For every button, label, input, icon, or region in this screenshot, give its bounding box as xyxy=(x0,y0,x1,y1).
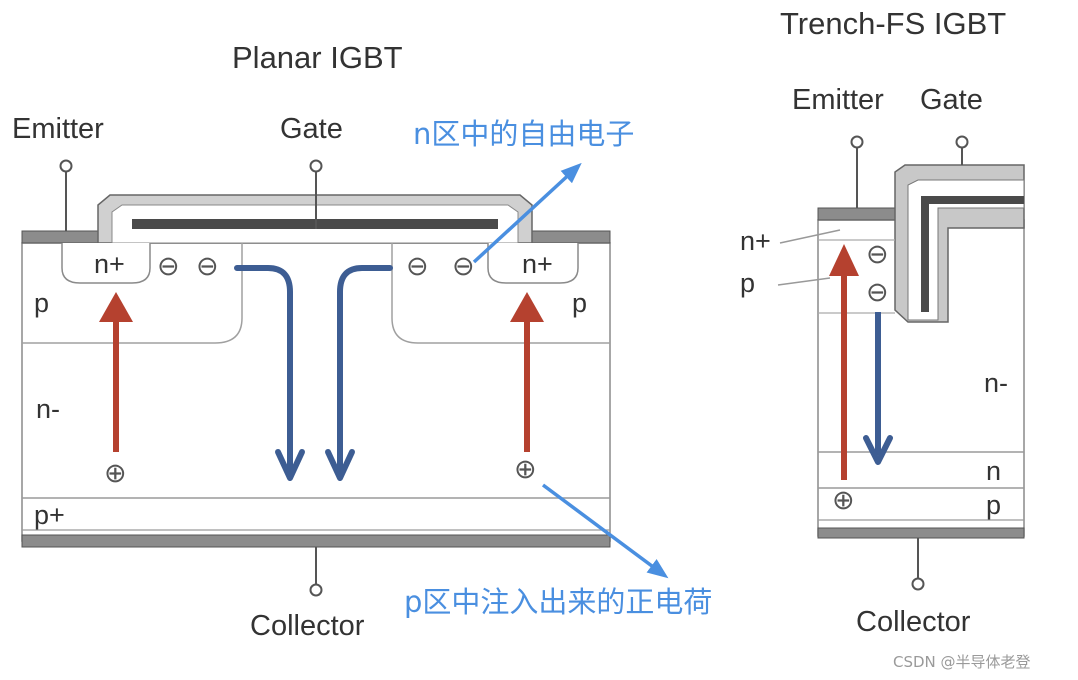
planar-hole-symbol: ⊕ xyxy=(104,458,127,488)
planar-igbt-structure xyxy=(21,159,611,597)
electron-annotation-label: n区中的自由电子 xyxy=(413,117,635,151)
planar-gate-terminal xyxy=(309,159,323,173)
planar-nplus-right-region xyxy=(487,243,579,284)
planar-nminus-label: n- xyxy=(36,394,61,424)
electron-annotation-arrow xyxy=(472,162,582,264)
trench-p-label: p xyxy=(740,268,756,298)
trench-electron-symbol: ⊖ xyxy=(866,277,889,307)
planar-silicon-body xyxy=(21,242,611,542)
planar-collector-label: Collector xyxy=(250,610,365,642)
hole-annotation-label: p区中注入出来的正电荷 xyxy=(404,585,713,619)
trench-igbt-title: Trench-FS IGBT xyxy=(780,6,1007,41)
watermark: CSDN @半导体老登 xyxy=(893,653,1031,671)
planar-gate-label: Gate xyxy=(280,113,343,145)
planar-electron-flow-right xyxy=(337,265,393,473)
planar-electron-symbol: ⊖ xyxy=(196,251,219,281)
planar-emitter-terminal xyxy=(59,159,73,173)
planar-collector-metal xyxy=(21,534,611,548)
trench-electron-symbol: ⊖ xyxy=(866,239,889,269)
trench-collector-terminal xyxy=(911,577,925,591)
trench-gate-label: Gate xyxy=(920,84,983,116)
trench-n-label: n xyxy=(986,456,1002,486)
planar-nplus-right-label: n+ xyxy=(522,249,553,279)
trench-emitter-terminal xyxy=(850,135,864,149)
trench-emitter-metal xyxy=(817,207,904,221)
trench-igbt-structure xyxy=(777,135,1025,591)
trench-collector-label: Collector xyxy=(856,606,971,638)
trench-hole-symbol: ⊕ xyxy=(832,485,855,515)
trench-collector-metal xyxy=(817,527,1025,539)
planar-p-right-label: p xyxy=(572,288,588,318)
planar-igbt-title: Planar IGBT xyxy=(232,40,403,75)
planar-nplus-left-label: n+ xyxy=(94,249,125,279)
planar-nplus-left-region xyxy=(61,243,151,284)
planar-electron-symbol: ⊖ xyxy=(452,251,475,281)
trench-emitter-label: Emitter xyxy=(792,84,884,116)
planar-electron-symbol: ⊖ xyxy=(157,251,180,281)
planar-emitter-label: Emitter xyxy=(12,113,104,145)
planar-p-well-right xyxy=(391,243,610,344)
trench-nminus-label: n- xyxy=(984,368,1009,398)
planar-electron-flow-left xyxy=(234,265,293,473)
planar-hole-symbol: ⊕ xyxy=(514,454,537,484)
hole-annotation-arrow xyxy=(541,483,669,579)
trench-p-bottom-label: p xyxy=(986,490,1002,520)
trench-nplus-label: n+ xyxy=(740,226,771,256)
planar-p-left-label: p xyxy=(34,288,50,318)
planar-pplus-label: p+ xyxy=(34,500,65,530)
planar-p-well-left xyxy=(22,243,243,344)
trench-gate-terminal xyxy=(955,135,969,149)
planar-electron-symbol: ⊖ xyxy=(406,251,429,281)
planar-collector-terminal xyxy=(309,583,323,597)
